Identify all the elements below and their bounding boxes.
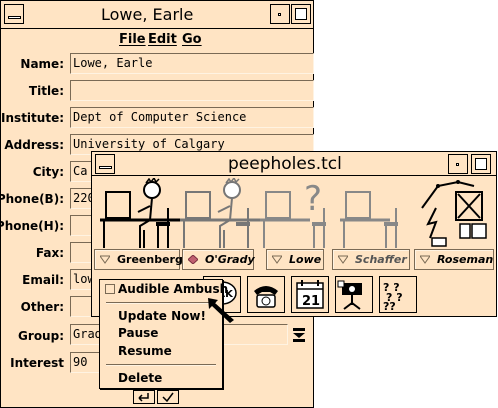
menu-edit[interactable]: Edit	[148, 32, 177, 47]
name-field[interactable]: Lowe, Earle	[70, 53, 314, 74]
menu-file[interactable]: File	[119, 32, 146, 47]
window-title: Lowe, Earle	[101, 5, 194, 24]
svg-text:21: 21	[302, 294, 320, 309]
person-button-lowe[interactable]: Lowe	[266, 249, 324, 270]
person-name: Roseman	[437, 253, 494, 266]
title-field[interactable]	[70, 80, 314, 101]
menu-item-audible-ambush[interactable]: Audible Ambush	[100, 280, 228, 300]
menu-separator	[106, 364, 216, 366]
svg-text:? ?: ? ?	[383, 281, 400, 294]
other-label: Other:	[20, 300, 64, 314]
group-dropdown-icon[interactable]	[290, 326, 308, 344]
window-menu-button[interactable]	[95, 154, 115, 174]
menu-bar: File Edit Go	[1, 29, 313, 49]
camera-button[interactable]	[335, 276, 373, 313]
minimize-button[interactable]	[270, 4, 290, 24]
phone-home-label: Phone(H):	[0, 219, 64, 233]
institute-label: Institute:	[1, 111, 64, 125]
menu-item-pause[interactable]: Pause	[118, 326, 159, 340]
fax-label: Fax:	[35, 246, 64, 260]
institute-field[interactable]: Dept of Computer Science	[70, 107, 314, 128]
mouse-pointer-icon	[208, 298, 234, 323]
person-name: Schaffer	[355, 253, 407, 266]
maximize-button[interactable]	[291, 4, 311, 24]
presence-strip: ?	[100, 178, 492, 254]
window-menu-button[interactable]	[4, 4, 24, 24]
minimize-button[interactable]	[448, 154, 468, 174]
menu-separator	[106, 302, 216, 304]
city-label: City:	[32, 165, 64, 179]
address-label: Address:	[4, 138, 64, 152]
menu-item-update-now[interactable]: Update Now!	[118, 309, 206, 323]
phone-business-label: Phone(B):	[0, 192, 64, 206]
maximize-button[interactable]	[471, 154, 491, 174]
phone-icon	[254, 286, 278, 308]
return-button[interactable]	[133, 390, 155, 404]
group-label: Group:	[18, 329, 64, 343]
help-button[interactable]: ? ? ? ? ??	[379, 276, 417, 313]
person-popup-menu: Audible Ambush Update Now! Pause Resume …	[99, 279, 228, 389]
person-button-schaffer[interactable]: Schaffer	[332, 249, 410, 270]
svg-text:??: ??	[383, 300, 396, 312]
person-button-roseman[interactable]: Roseman	[414, 249, 494, 270]
phone-button[interactable]	[247, 276, 285, 313]
person-name: O'Grady	[205, 253, 255, 266]
menu-item-resume[interactable]: Resume	[118, 344, 172, 358]
question-icon: ? ? ? ? ??	[383, 281, 403, 312]
person-button-ogrady[interactable]: O'Grady	[182, 249, 255, 270]
svg-text:? ?: ? ?	[386, 291, 403, 304]
email-label: Email:	[22, 273, 64, 287]
person-button-greenberg[interactable]: Greenberg	[94, 249, 183, 270]
address-field[interactable]: University of Calgary	[70, 134, 314, 155]
window-title: peepholes.tcl	[228, 154, 342, 174]
menu-go[interactable]: Go	[182, 32, 202, 47]
person-name: Greenberg	[117, 253, 183, 266]
person-at-desk-icon[interactable]	[100, 178, 180, 250]
do-not-disturb-icon[interactable]	[418, 178, 492, 250]
contact-titlebar[interactable]: Lowe, Earle	[1, 1, 313, 29]
check-button[interactable]	[157, 390, 179, 404]
svg-text:?: ?	[304, 179, 322, 219]
menu-item-delete[interactable]: Delete	[118, 371, 163, 385]
person-name: Lowe	[289, 253, 322, 266]
peepholes-titlebar[interactable]: peepholes.tcl	[92, 152, 496, 176]
empty-desk-icon[interactable]	[340, 178, 420, 250]
empty-desk-question-icon[interactable]: ?	[260, 178, 340, 250]
menu-item-label: Audible Ambush	[118, 282, 229, 296]
calendar-button[interactable]: 21	[291, 276, 329, 313]
person-dim-icon[interactable]	[180, 178, 260, 250]
audible-ambush-checkbox[interactable]	[105, 284, 115, 294]
interest-label: Interest	[10, 356, 64, 370]
camera-icon	[337, 280, 362, 310]
calendar-icon: 21	[296, 280, 324, 309]
name-label: Name:	[20, 57, 64, 71]
title-label: Title:	[28, 84, 64, 98]
